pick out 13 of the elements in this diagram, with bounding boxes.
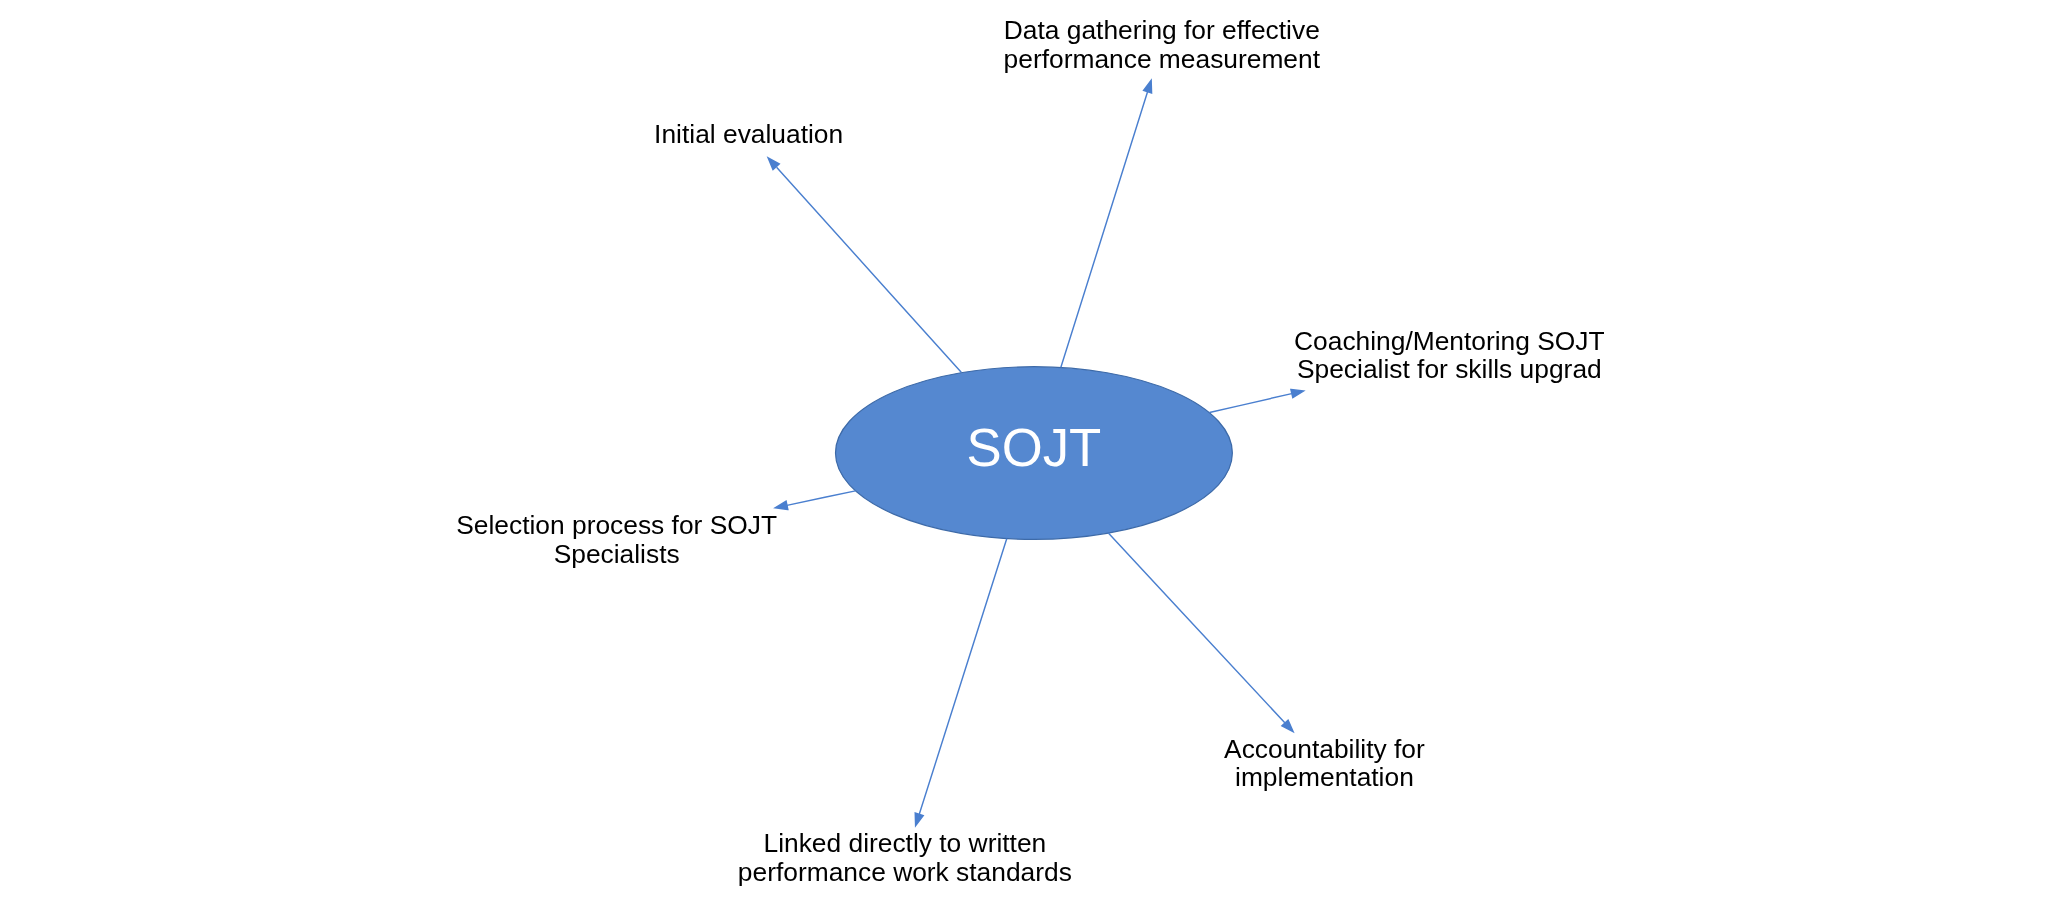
node-text: Selection process for SOJT Specialists bbox=[456, 509, 778, 569]
node-text: Linked directly to written performance work standards bbox=[737, 827, 1072, 887]
node-text: Accountability for implementation bbox=[1224, 733, 1425, 793]
node-text: Data gathering for effective performance measurement bbox=[1003, 14, 1321, 74]
node-text: Coaching/Mentoring SOJT Specialist for skills upgrad bbox=[1294, 325, 1605, 385]
arrow bbox=[1060, 78, 1153, 369]
arrow bbox=[1107, 532, 1295, 734]
arrow bbox=[1208, 388, 1306, 414]
node-ellipse: SOJT bbox=[834, 366, 1233, 540]
node-text: Initial evaluation bbox=[654, 118, 844, 149]
arrow bbox=[914, 538, 1008, 828]
arrow bbox=[766, 156, 962, 373]
arrow bbox=[773, 490, 857, 511]
